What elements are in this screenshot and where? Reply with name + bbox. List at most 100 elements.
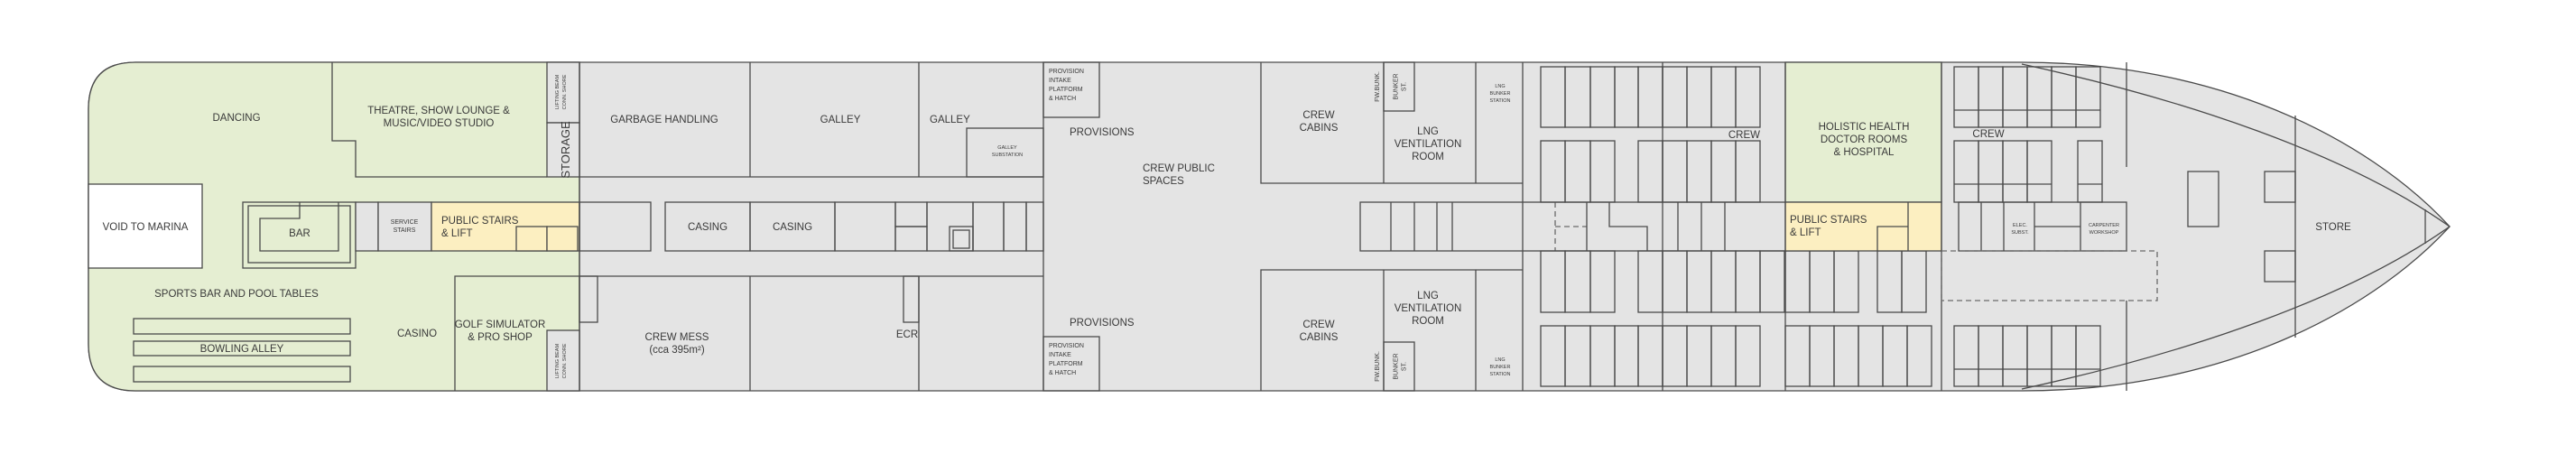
label-line: CREW <box>1302 110 1334 121</box>
label-line: PUBLIC STAIRS <box>441 216 519 227</box>
label-line: GALLEY <box>997 145 1017 151</box>
label-line: & HATCH <box>1049 370 1076 376</box>
label-line: & HOSPITAL <box>1834 147 1895 158</box>
bunker-st-top <box>1383 61 1415 112</box>
label-line: HOLISTIC HEALTH <box>1819 122 1910 133</box>
label-crew-mess: CREW MESS(cca 395m²) <box>645 332 709 356</box>
label-line: CREW PUBLIC <box>1143 163 1215 174</box>
bow-inner-line-top <box>2021 63 2451 227</box>
corridor-room <box>579 201 652 252</box>
label-line: LNG <box>1417 291 1439 301</box>
label-line: GALLEY <box>820 115 861 125</box>
label-line: BUNKER <box>1394 353 1400 379</box>
label-line: BUNKER <box>1394 73 1400 99</box>
label-line: CREW <box>1972 129 2004 140</box>
small-room <box>579 275 598 323</box>
label-line: GOLF SIMULATOR <box>455 320 546 330</box>
label-line: ST. <box>1402 82 1408 91</box>
aft-corridor-room <box>355 201 379 252</box>
label-line: & LIFT <box>441 228 473 239</box>
label-line: GALLEY <box>930 115 970 125</box>
cabin <box>1589 140 1616 203</box>
bowling-lane-1 <box>133 318 351 335</box>
label-line: LIFTING BEAM <box>555 343 561 378</box>
label-line: CONN. SHORE <box>562 74 568 109</box>
bar-counter <box>259 202 339 252</box>
label-lng-bunker-bottom: LNG BUNKER STATION <box>1489 357 1510 377</box>
bowling-lane-2 <box>133 340 351 357</box>
label-public-stairs-fwd: PUBLIC STAIRS& LIFT <box>1790 215 1867 238</box>
label-line: LIFTING BEAM <box>555 74 561 109</box>
label-elec-subst: ELEC.SUBST. <box>2011 223 2029 236</box>
label-theatre: THEATRE, SHOW LOUNGE &MUSIC/VIDEO STUDIO <box>367 106 510 129</box>
label-casing-2: CASING <box>773 222 812 233</box>
label-crew-fwd: CREW <box>1972 129 2004 140</box>
public-stairs-fwd[interactable] <box>1784 201 1942 252</box>
label-line: & PRO SHOP <box>468 332 533 343</box>
label-line: ST. <box>1402 362 1408 371</box>
cabin <box>1735 140 1761 203</box>
bunker-st-bottom <box>1383 341 1415 392</box>
label-provisions-top: PROVISIONS <box>1070 127 1135 138</box>
label-garbage: GARBAGE HANDLING <box>610 115 718 125</box>
label-line: PUBLIC STAIRS <box>1790 215 1867 226</box>
label-line: STAIRS <box>394 227 416 234</box>
crew-zone <box>1260 61 2103 392</box>
golf-wall <box>454 275 579 391</box>
label-line: STATION <box>1489 98 1510 104</box>
label-casing-1: CASING <box>688 222 727 233</box>
label-line: DANCING <box>212 113 260 124</box>
label-line: FW.BUNK. <box>1375 71 1381 102</box>
label-store: STORE <box>2315 222 2351 233</box>
label-line: LNG <box>1417 126 1439 137</box>
label-line: BUNKER <box>1490 365 1511 370</box>
label-line: PROVISIONS <box>1070 318 1135 329</box>
label-line: PROVISIONS <box>1070 127 1135 138</box>
label-line: SPORTS BAR AND POOL TABLES <box>154 289 319 300</box>
cabin <box>1589 250 1616 313</box>
void-to-marina <box>88 183 203 269</box>
label-line: VENTILATION <box>1395 139 1462 150</box>
label-line: GARBAGE HANDLING <box>610 115 718 125</box>
label-ecr: ECR <box>896 329 918 340</box>
cabin <box>2075 325 2101 387</box>
label-sports-bar: SPORTS BAR AND POOL TABLES <box>154 289 319 300</box>
label-line: (cca 395m²) <box>649 345 705 356</box>
label-line: LNG <box>1495 357 1505 363</box>
label-line: DOCTOR ROOMS <box>1821 134 1908 145</box>
holistic-health[interactable] <box>1784 61 1942 203</box>
aft-zone <box>88 61 580 392</box>
label-line: STATION <box>1489 372 1510 377</box>
label-line: CASING <box>688 222 727 233</box>
label-line: ELEC. <box>2013 223 2027 228</box>
storage-room <box>546 122 580 178</box>
label-void-to-marina: VOID TO MARINA <box>103 222 189 233</box>
label-galley-1: GALLEY <box>820 115 861 125</box>
label-line: CREW <box>1728 130 1760 141</box>
label-line: FW.BUNK. <box>1375 351 1381 382</box>
label-fw-bunk-bottom: FW.BUNK. <box>1375 351 1381 382</box>
label-casino: CASINO <box>397 329 437 339</box>
service-stairs <box>377 201 432 252</box>
bow-inner-line-bottom <box>2021 226 2451 390</box>
label-line: ECR <box>896 329 918 340</box>
label-carpenter: CARPENTER WORKSHOP <box>2089 223 2119 236</box>
service-zone <box>579 61 1100 392</box>
label-line: ROOM <box>1412 316 1444 327</box>
label-line: CARPENTER <box>2089 223 2119 228</box>
label-line: VOID TO MARINA <box>103 222 189 233</box>
label-line: WORKSHOP <box>2090 230 2119 236</box>
label-line: & HATCH <box>1049 96 1076 102</box>
label-line: PLATFORM <box>1049 87 1083 93</box>
